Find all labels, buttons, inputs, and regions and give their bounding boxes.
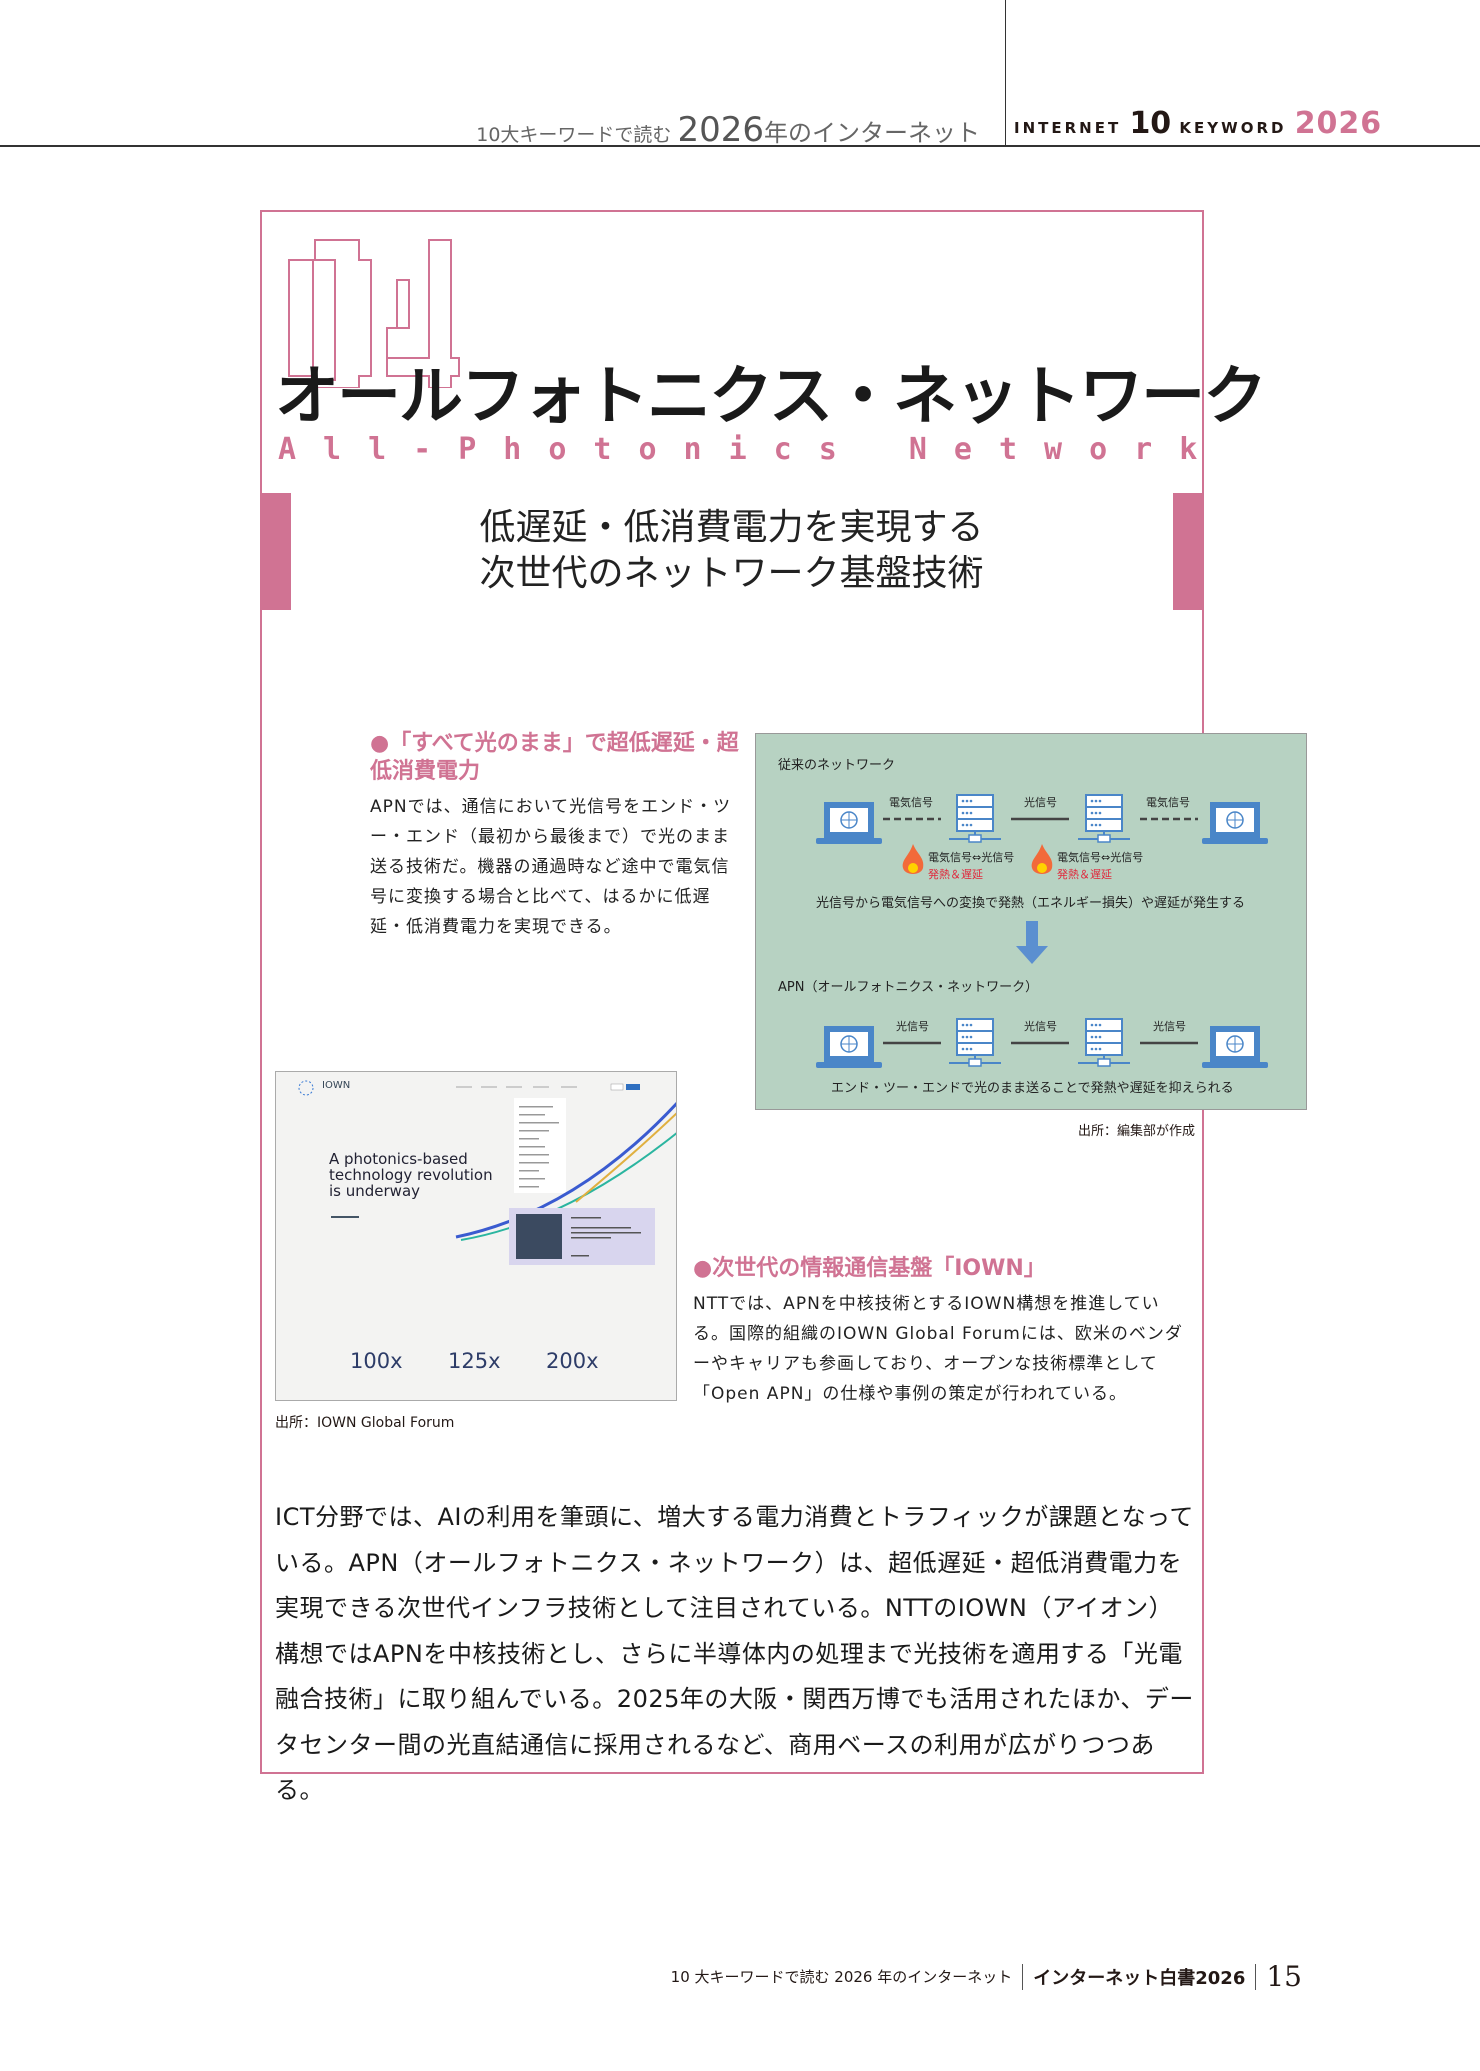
screenshot-credit: 出所：IOWN Global Forum	[275, 1415, 455, 1431]
screenshot-headline: A photonics-based technology revolution …	[329, 1150, 493, 1200]
header-rest: 年のインターネット	[764, 119, 980, 147]
link-label: 光信号	[1024, 1020, 1057, 1033]
laptop-icon	[1201, 1025, 1269, 1069]
link-label: 光信号	[896, 1020, 929, 1033]
header-small: 10大キーワードで読む	[476, 124, 672, 146]
footer-divider	[1255, 1963, 1257, 1990]
header-rule	[0, 145, 1480, 147]
diagram-note-apn: エンド・ツー・エンドで光のまま送ることで発熱や遅延を抑えられる	[831, 1081, 1234, 1096]
running-header: 10大キーワードで読む 2026年のインターネット	[476, 110, 980, 150]
heat-label: 発熱＆遅延	[1057, 868, 1112, 881]
section-heading: ●「すべて光のまま」で超低遅延・超低消費電力	[370, 731, 739, 784]
series-label: INTERNET 10 KEYWORD 2026	[1014, 106, 1382, 141]
page-footer: 10 大キーワードで読む 2026 年のインターネット インターネット白書202…	[671, 1960, 1302, 1993]
link-label: 電気信号	[889, 796, 933, 809]
diagram-note-legacy: 光信号から電気信号への変換で発熱（エネルギー損失）や遅延が発生する	[816, 896, 1246, 911]
conversion-label: 電気信号⇔光信号	[928, 851, 1015, 864]
conversion-label: 電気信号⇔光信号	[1057, 851, 1144, 864]
iown-website-screenshot: IOWN A photonics-based technology revolu…	[275, 1071, 677, 1401]
section-apn: ●「すべて光のまま」で超低遅延・超低消費電力 APNでは、通信において光信号をエ…	[370, 730, 745, 942]
series-num: 10	[1129, 106, 1172, 141]
section-iown: ●次世代の情報通信基盤「IOWN」 NTTでは、APNを中核技術とするIOWN構…	[693, 1255, 1193, 1409]
section-body: NTTでは、APNを中核技術とするIOWN構想を推進している。国際的組織のIOW…	[693, 1294, 1183, 1404]
flame-icon	[1031, 844, 1053, 874]
section-body: APNでは、通信において光信号をエンド・ツー・エンド（最初から最後まで）で光のま…	[370, 797, 732, 937]
arrow-down-icon	[1016, 921, 1048, 964]
server-icon	[948, 1018, 1002, 1067]
footer-divider	[1022, 1963, 1024, 1990]
header-year: 2026	[677, 110, 764, 150]
series-year: 2026	[1294, 106, 1383, 141]
link-label: 光信号	[1024, 796, 1057, 809]
lead-paragraph: ICT分野では、AIの利用を筆頭に、増大する電力消費とトラフィックが課題となって…	[275, 1503, 1194, 1804]
network-diagram: 従来のネットワーク APN（オールフォトニクス・ネットワーク） 光信号から電気信…	[755, 733, 1307, 1110]
series-b: KEYWORD	[1179, 119, 1287, 137]
diagram-title-legacy: 従来のネットワーク	[778, 758, 896, 773]
subtitle-line: 低遅延・低消費電力を実現する	[479, 507, 984, 548]
laptop-icon	[1201, 801, 1269, 845]
section-heading: ●次世代の情報通信基盤「IOWN」	[693, 1256, 1046, 1281]
article-subtitle: 低遅延・低消費電力を実現する次世代のネットワーク基盤技術	[290, 505, 1173, 597]
iown-logo: IOWN	[322, 1080, 351, 1091]
diagram-credit: 出所：編集部が作成	[1078, 1124, 1196, 1139]
server-icon	[1077, 1018, 1131, 1067]
laptop-icon	[815, 1025, 883, 1069]
article-number-outline: 04	[288, 239, 460, 388]
footer-series: 10 大キーワードで読む 2026 年のインターネット	[670, 1968, 1013, 1986]
subtitle-line: 次世代のネットワーク基盤技術	[479, 553, 984, 594]
header-divider	[1005, 0, 1006, 146]
screenshot-decoration	[298, 1080, 676, 1265]
accent-bar-left	[260, 493, 291, 610]
heat-label: 発熱＆遅延	[928, 868, 983, 881]
server-icon	[948, 794, 1002, 843]
diagram-graphics	[815, 794, 1269, 1069]
stat-value: 125x	[448, 1349, 501, 1373]
diagram-title-apn: APN（オールフォトニクス・ネットワーク）	[778, 980, 1039, 995]
footer-book-title: インターネット白書2026	[1033, 1967, 1246, 1989]
laptop-icon	[815, 801, 883, 845]
link-label: 電気信号	[1146, 796, 1190, 809]
article-title: オールフォトニクス・ネットワーク	[275, 360, 1267, 434]
series-a: INTERNET	[1014, 119, 1122, 137]
server-icon	[1077, 794, 1131, 843]
accent-bar-right	[1173, 493, 1204, 610]
link-label: 光信号	[1153, 1020, 1186, 1033]
stat-value: 200x	[546, 1349, 599, 1373]
stat-value: 100x	[350, 1349, 403, 1373]
flame-icon	[902, 844, 924, 874]
page-number: 15	[1266, 1960, 1302, 1993]
article-title-en: All-Photonics Network	[278, 432, 1225, 467]
